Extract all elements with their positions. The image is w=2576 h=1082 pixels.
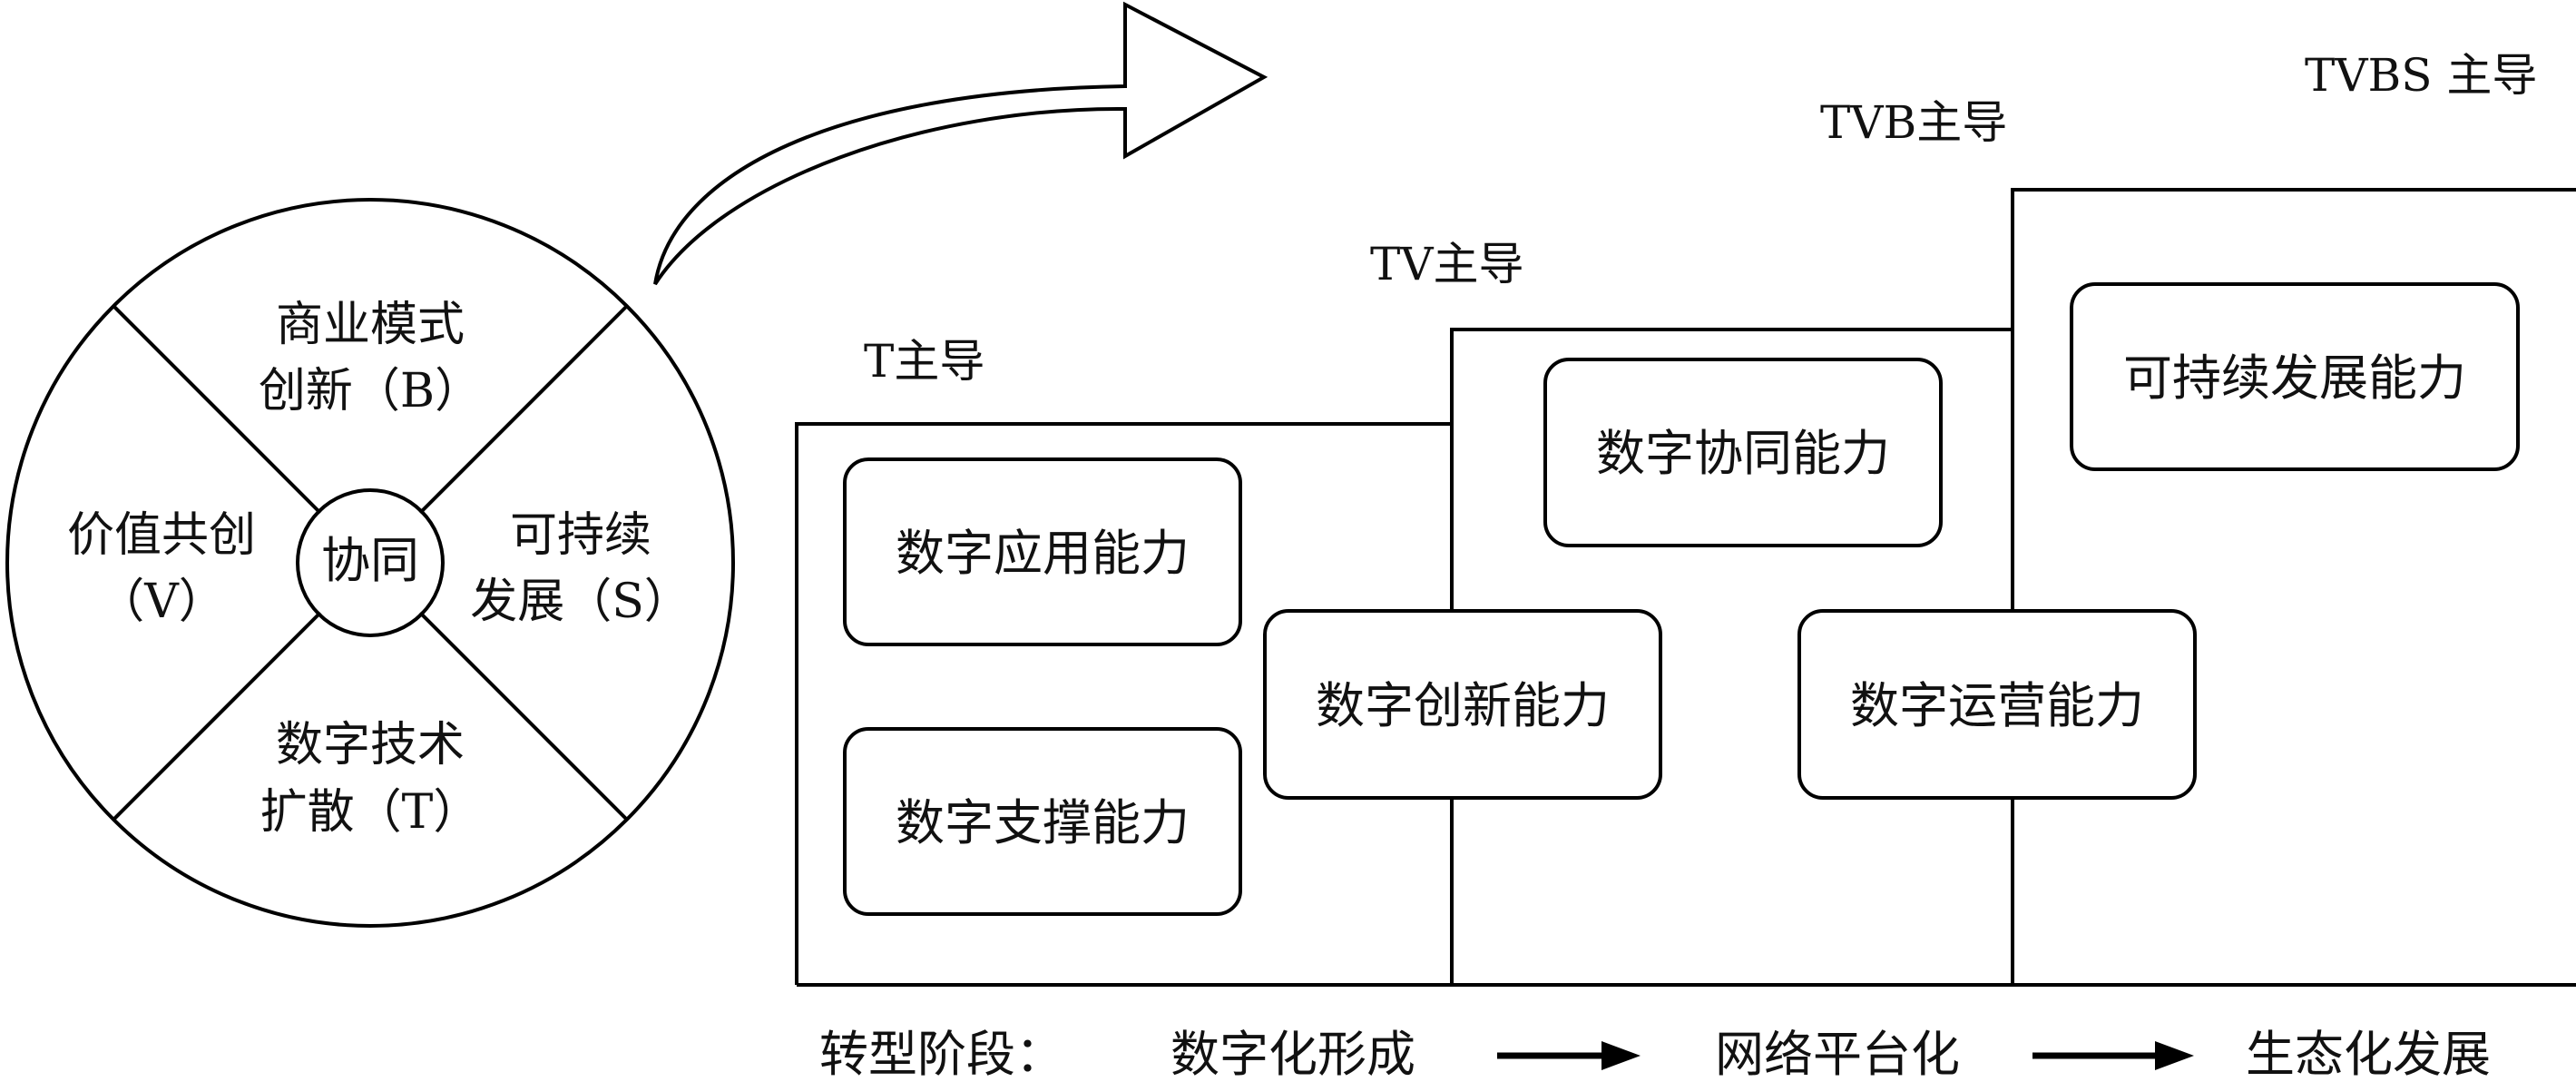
capability-box-frame xyxy=(1797,609,2197,800)
wheel-top-label-line2: 创新（B） xyxy=(259,364,482,418)
wheel-right-label-line1: 可持续 xyxy=(510,508,651,563)
wheel-center-label: 协同 xyxy=(321,532,419,589)
capability-box-frame xyxy=(843,457,1242,646)
curved-arrow xyxy=(653,1,1268,286)
capability-box-frame xyxy=(2070,282,2520,471)
phase-digital-formation: 数字化形成 xyxy=(1170,1026,1415,1082)
capability-box-support: 数字支撑能力 xyxy=(843,727,1242,916)
capability-label: 数字支撑能力 xyxy=(896,794,1190,851)
wheel-outer-circle xyxy=(5,198,735,928)
phase-arrow-1 xyxy=(1497,1041,1641,1070)
capability-label: 数字协同能力 xyxy=(1596,425,1890,482)
wheel-left-label-line2: （V） xyxy=(97,575,226,629)
wheel-bottom-label-line1: 数字技术 xyxy=(276,718,465,772)
transformation-phases: 转型阶段： 数字化形成 网络平台化 生态化发展 xyxy=(819,1026,2491,1082)
capability-box-frame xyxy=(1263,609,1662,800)
capability-box-frame xyxy=(1543,358,1943,547)
capability-box-innovation: 数字创新能力 xyxy=(1263,609,1662,800)
capability-label: 数字应用能力 xyxy=(896,525,1190,582)
capability-box-frame xyxy=(843,727,1242,916)
capability-box-operation: 数字运营能力 xyxy=(1797,609,2197,800)
stage-label-tv: TV主导 xyxy=(1370,238,1523,290)
stage-label-t: T主导 xyxy=(864,335,984,388)
capability-box-application: 数字应用能力 xyxy=(843,457,1242,646)
capability-box-sustainability: 可持续发展能力 xyxy=(2070,282,2520,471)
stage-label-tvb: TVB主导 xyxy=(1820,96,2007,149)
wheel-top-label-line1: 商业模式 xyxy=(276,298,465,352)
wheel-left-label-line1: 价值共创 xyxy=(67,508,256,563)
phase-arrow-2 xyxy=(2032,1041,2194,1070)
wheel-center-circle xyxy=(296,488,445,637)
phase-network-platform: 网络平台化 xyxy=(1715,1026,1960,1082)
capability-label: 数字运营能力 xyxy=(1850,677,2144,734)
transformation-label: 转型阶段： xyxy=(819,1026,1064,1082)
capability-label: 数字创新能力 xyxy=(1316,677,1610,734)
wheel-bottom-label-line2: 扩散（T） xyxy=(260,785,481,840)
wheel-divider-top-right xyxy=(418,304,629,515)
staircase-outline xyxy=(795,188,2576,985)
arrow-head xyxy=(2155,1041,2194,1070)
capability-box-collaboration: 数字协同能力 xyxy=(1543,358,1943,547)
synergy-wheel: 协同 商业模式 创新（B） 价值共创 （V） 可持续 发展（S） 数字技术 扩散… xyxy=(5,198,735,928)
capability-label: 可持续发展能力 xyxy=(2123,349,2466,407)
wheel-divider-top-left xyxy=(112,304,322,515)
arrow-head xyxy=(1601,1041,1641,1070)
stage-label-tvbs: TVBS 主导 xyxy=(2305,49,2537,102)
phase-ecosystem-development: 生态化发展 xyxy=(2246,1026,2491,1082)
wheel-right-label-line2: 发展（S） xyxy=(470,575,691,629)
wheel-divider-bottom-left xyxy=(112,611,322,821)
wheel-divider-bottom-right xyxy=(418,611,629,821)
